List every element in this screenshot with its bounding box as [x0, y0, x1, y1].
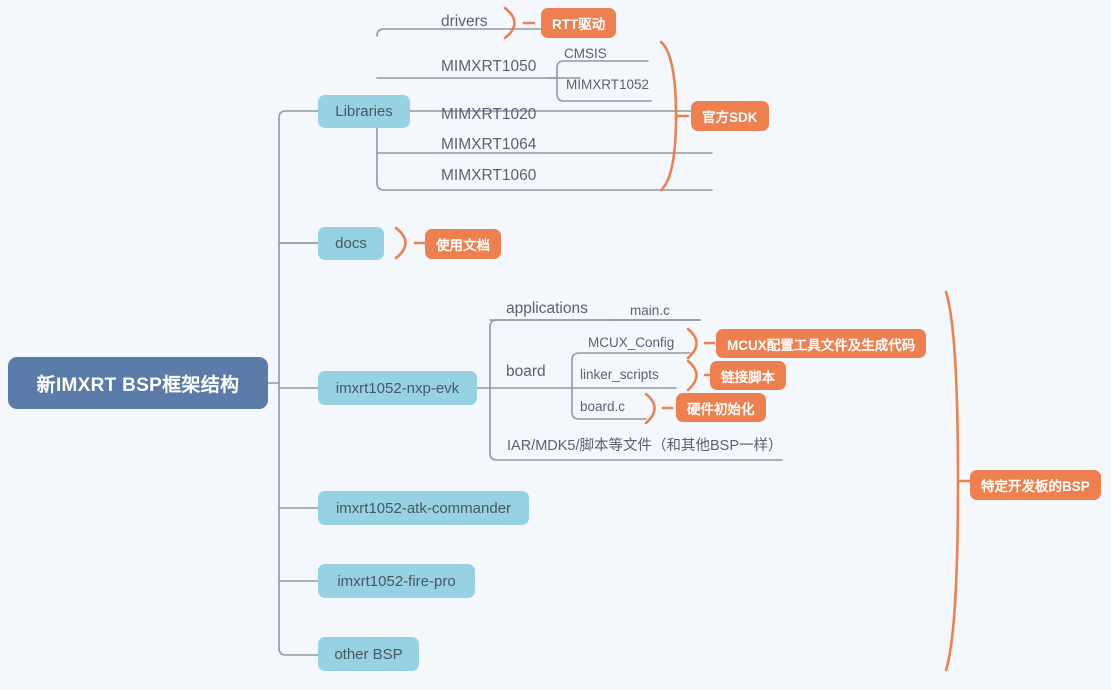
annotation-label-rtt-driver: RTT驱动	[552, 17, 606, 32]
annotation-label-board-init: 硬件初始化	[687, 401, 755, 417]
leaf-board[interactable]: board	[506, 363, 546, 380]
branch-node-docs[interactable]: docs	[318, 227, 384, 260]
annotation-linker-scripts[interactable]: 链接脚本	[710, 361, 786, 390]
leaf-board-c[interactable]: board.c	[580, 398, 626, 414]
leaf-mimxrt1060[interactable]: MIMXRT1060	[441, 167, 537, 184]
leaf-iar-mdk5[interactable]: IAR/MDK5/脚本等文件（和其他BSP一样）	[507, 437, 783, 454]
leaf-mcux-config[interactable]: MCUX_Config	[588, 334, 675, 350]
leaf-mimxrt1052[interactable]: MIMXRT1052	[566, 76, 650, 92]
annotation-docs[interactable]: 使用文档	[425, 229, 501, 259]
branch-label-docs: docs	[335, 235, 367, 252]
annotation-rtt-driver[interactable]: RTT驱动	[541, 8, 617, 38]
branch-node-imxrt1052-atk-commander[interactable]: imxrt1052-atk-commander	[318, 491, 529, 525]
annotation-label-board-bsp: 特定开发板的BSP	[981, 479, 1090, 494]
branch-node-other-bsp[interactable]: other BSP	[318, 637, 419, 671]
annotation-board-init[interactable]: 硬件初始化	[676, 393, 766, 422]
branch-label-other-bsp: other BSP	[334, 645, 403, 663]
root-node-label: 新IMXRT BSP框架结构	[36, 374, 240, 396]
annotation-board-bsp[interactable]: 特定开发板的BSP	[970, 470, 1101, 500]
branch-label-imxrt1052-fire-pro: imxrt1052-fire-pro	[337, 572, 456, 590]
branch-node-libraries[interactable]: Libraries	[318, 95, 410, 128]
leaf-mimxrt1050[interactable]: MIMXRT1050	[441, 58, 537, 75]
leaf-applications[interactable]: applications	[506, 300, 588, 317]
root-node[interactable]: 新IMXRT BSP框架结构	[8, 357, 268, 409]
annotation-label-mcux-config: MCUX配置工具文件及生成代码	[727, 337, 916, 353]
annotation-label-docs: 使用文档	[436, 238, 490, 253]
leaf-mimxrt1020[interactable]: MIMXRT1020	[441, 106, 537, 123]
branch-node-imxrt1052-fire-pro[interactable]: imxrt1052-fire-pro	[318, 564, 475, 598]
leaf-linker-scripts[interactable]: linker_scripts	[580, 366, 659, 382]
leaf-cmsis[interactable]: CMSIS	[564, 45, 607, 61]
annotation-mcux-config[interactable]: MCUX配置工具文件及生成代码	[716, 329, 927, 358]
branch-label-imxrt1052-atk-commander: imxrt1052-atk-commander	[335, 499, 512, 517]
annotation-label-official-sdk: 官方SDK	[702, 110, 758, 125]
annotation-official-sdk[interactable]: 官方SDK	[691, 101, 769, 131]
leaf-drivers[interactable]: drivers	[441, 13, 488, 30]
annotation-label-linker-scripts: 链接脚本	[721, 369, 775, 385]
branch-node-imxrt1052-nxp-evk[interactable]: imxrt1052-nxp-evk	[318, 371, 477, 405]
leaf-main-c[interactable]: main.c	[630, 302, 670, 318]
branch-label-libraries: Libraries	[335, 103, 393, 120]
branch-label-imxrt1052-nxp-evk: imxrt1052-nxp-evk	[335, 379, 460, 397]
leaf-mimxrt1064[interactable]: MIMXRT1064	[441, 136, 537, 153]
